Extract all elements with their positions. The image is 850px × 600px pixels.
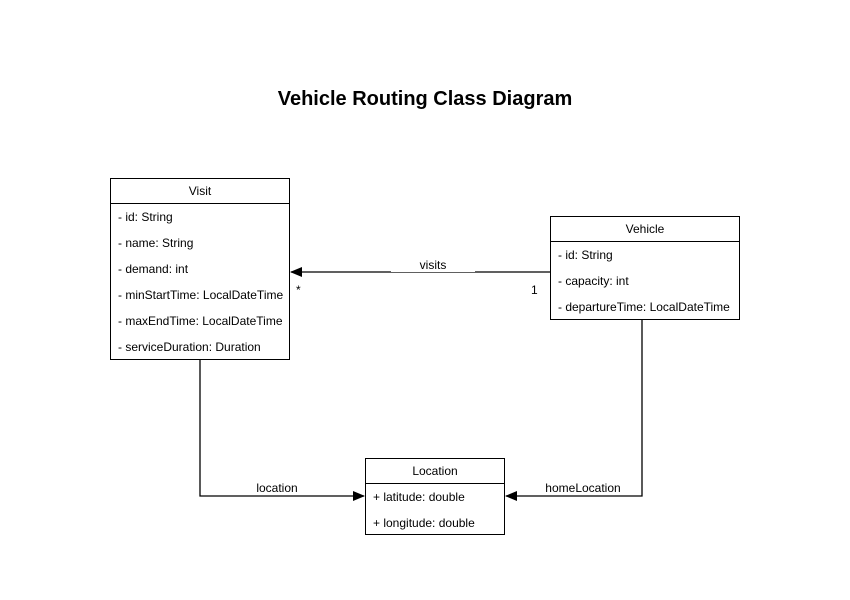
class-visit-attribute-name: - name: String — [118, 236, 194, 250]
class-location[interactable]: Location + latitude: double + longitude:… — [365, 458, 505, 535]
class-vehicle-attribute-id: - id: String — [558, 248, 613, 262]
class-vehicle[interactable]: Vehicle - id: String - capacity: int - d… — [550, 216, 740, 320]
class-visit-attribute-id: - id: String — [118, 210, 173, 224]
class-visit-attribute-demand: - demand: int — [118, 262, 189, 276]
class-vehicle-attribute-departure-time: - departureTime: LocalDateTime — [558, 300, 730, 314]
class-vehicle-attribute-capacity: - capacity: int — [558, 274, 629, 288]
class-visit-attributes: - id: String - name: String - demand: in… — [111, 204, 289, 360]
class-vehicle-attributes: - id: String - capacity: int - departure… — [551, 242, 739, 320]
class-location-attribute-latitude: + latitude: double — [373, 490, 465, 504]
class-vehicle-name: Vehicle — [551, 217, 739, 242]
class-location-attribute-longitude: + longitude: double — [373, 516, 475, 530]
class-visit-attribute-service-duration: - serviceDuration: Duration — [118, 340, 261, 354]
edge-home-location-line[interactable] — [505, 320, 643, 501]
class-location-attributes: + latitude: double + longitude: double — [366, 484, 504, 536]
edge-location-label[interactable]: location — [235, 481, 319, 495]
class-visit-name: Visit — [111, 179, 289, 204]
class-location-name: Location — [366, 459, 504, 484]
edge-home-location-label[interactable]: homeLocation — [531, 481, 635, 495]
edge-location-line[interactable] — [199, 360, 365, 501]
edge-visits-multiplicity-vehicle: 1 — [531, 283, 538, 297]
class-visit[interactable]: Visit - id: String - name: String - dema… — [110, 178, 290, 360]
edge-visits-multiplicity-visit: * — [296, 283, 301, 297]
edge-visits-label[interactable]: visits — [391, 258, 475, 272]
class-visit-attribute-max-end-time: - maxEndTime: LocalDateTime — [118, 314, 283, 328]
class-visit-attribute-min-start-time: - minStartTime: LocalDateTime — [118, 288, 284, 302]
diagram-title: Vehicle Routing Class Diagram — [277, 88, 573, 110]
